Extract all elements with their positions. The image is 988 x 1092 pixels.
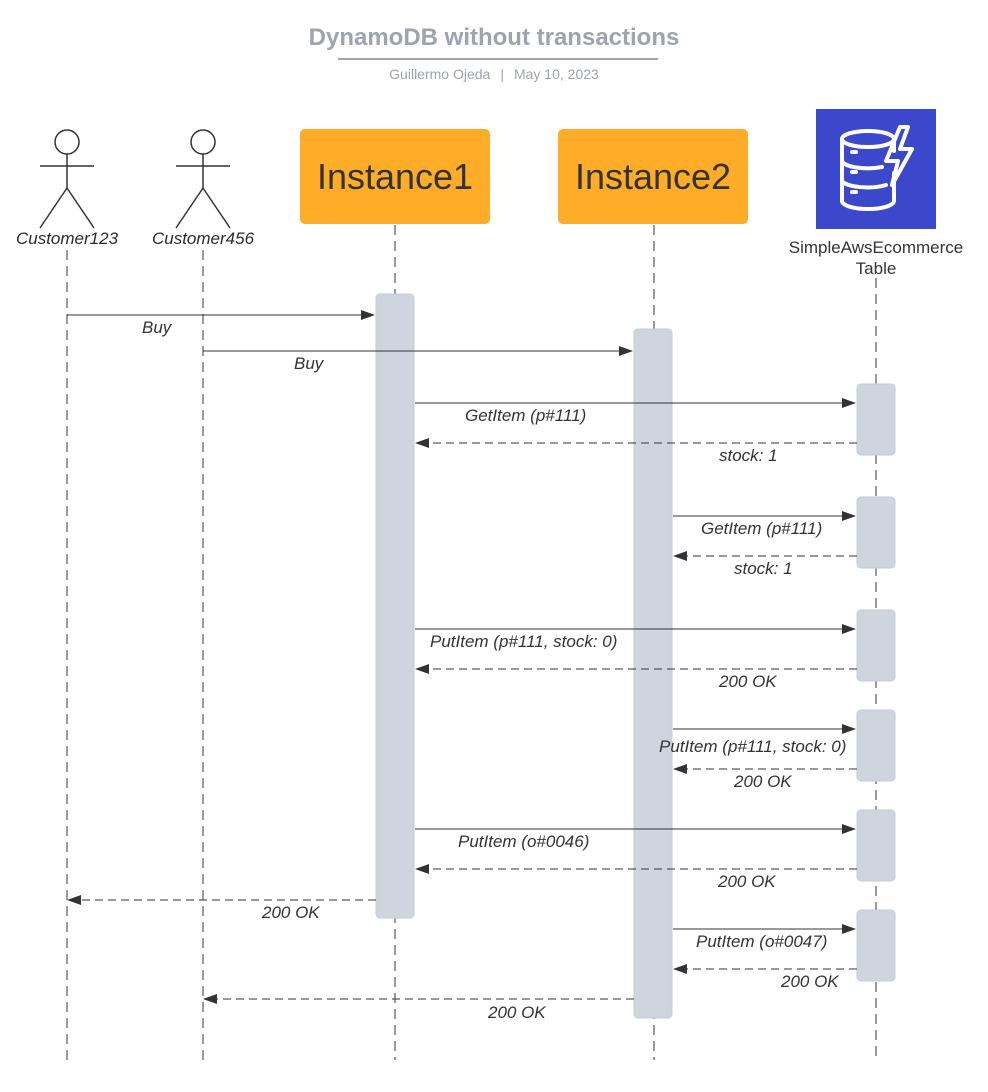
subtitle-separator: | [500,66,504,82]
activation-table-4 [856,709,896,782]
author-name: Guillermo Ojeda [389,66,491,82]
msg-label-12: 200 OK [718,872,776,891]
msg-label-3: GetItem (p#111) [465,406,587,425]
instance1-label: Instance1 [316,155,474,197]
activation-table-2 [856,496,896,569]
msg-label-14: PutItem (o#0047) [696,932,828,951]
activation-table-1 [856,383,896,456]
dynamodb-table-box [816,109,936,229]
person-stick-figure-icon [39,129,95,229]
msg-label-6: stock: 1 [734,559,793,578]
dynamodb-table-label: SimpleAwsEcommerce Table [766,237,986,279]
msg-label-15: 200 OK [781,972,839,991]
table-label-line1: SimpleAwsEcommerce [788,238,964,257]
msg-label-1: Buy [142,318,172,337]
person-stick-figure-icon [175,129,231,229]
msg-label-4: stock: 1 [719,446,778,465]
diagram-subtitle: Guillermo Ojeda | May 10, 2023 [0,66,988,82]
messages [67,310,857,1004]
activation-instance2 [633,328,673,1019]
title-underline [338,58,658,60]
instance2-box: Instance2 [558,129,748,224]
msg-label-9: PutItem (p#111, stock: 0) [659,737,847,756]
msg-label-5: GetItem (p#111) [701,519,823,538]
activation-table-6 [856,909,896,982]
actor-label-customer456: Customer456 [151,229,255,248]
msg-label-11: PutItem (o#0046) [458,832,590,851]
diagram-date: May 10, 2023 [513,66,599,82]
msg-label-13: 200 OK [262,903,320,922]
msg-label-10: 200 OK [734,772,792,791]
msg-label-7: PutItem (p#111, stock: 0) [430,632,618,651]
activation-table-3 [856,609,896,682]
msg-label-2: Buy [294,354,324,373]
activation-table-5 [856,809,896,882]
msg-label-16: 200 OK [488,1003,546,1022]
dynamodb-icon [840,125,914,211]
activation-instance1 [375,293,415,919]
actor-label-customer123: Customer123 [15,229,119,248]
instance2-label: Instance2 [574,155,732,197]
diagram-title: DynamoDB without transactions [308,24,680,51]
table-label-line2: Table [855,259,897,278]
instance1-box: Instance1 [300,129,490,224]
activations [375,293,896,1019]
msg-label-8: 200 OK [719,672,777,691]
